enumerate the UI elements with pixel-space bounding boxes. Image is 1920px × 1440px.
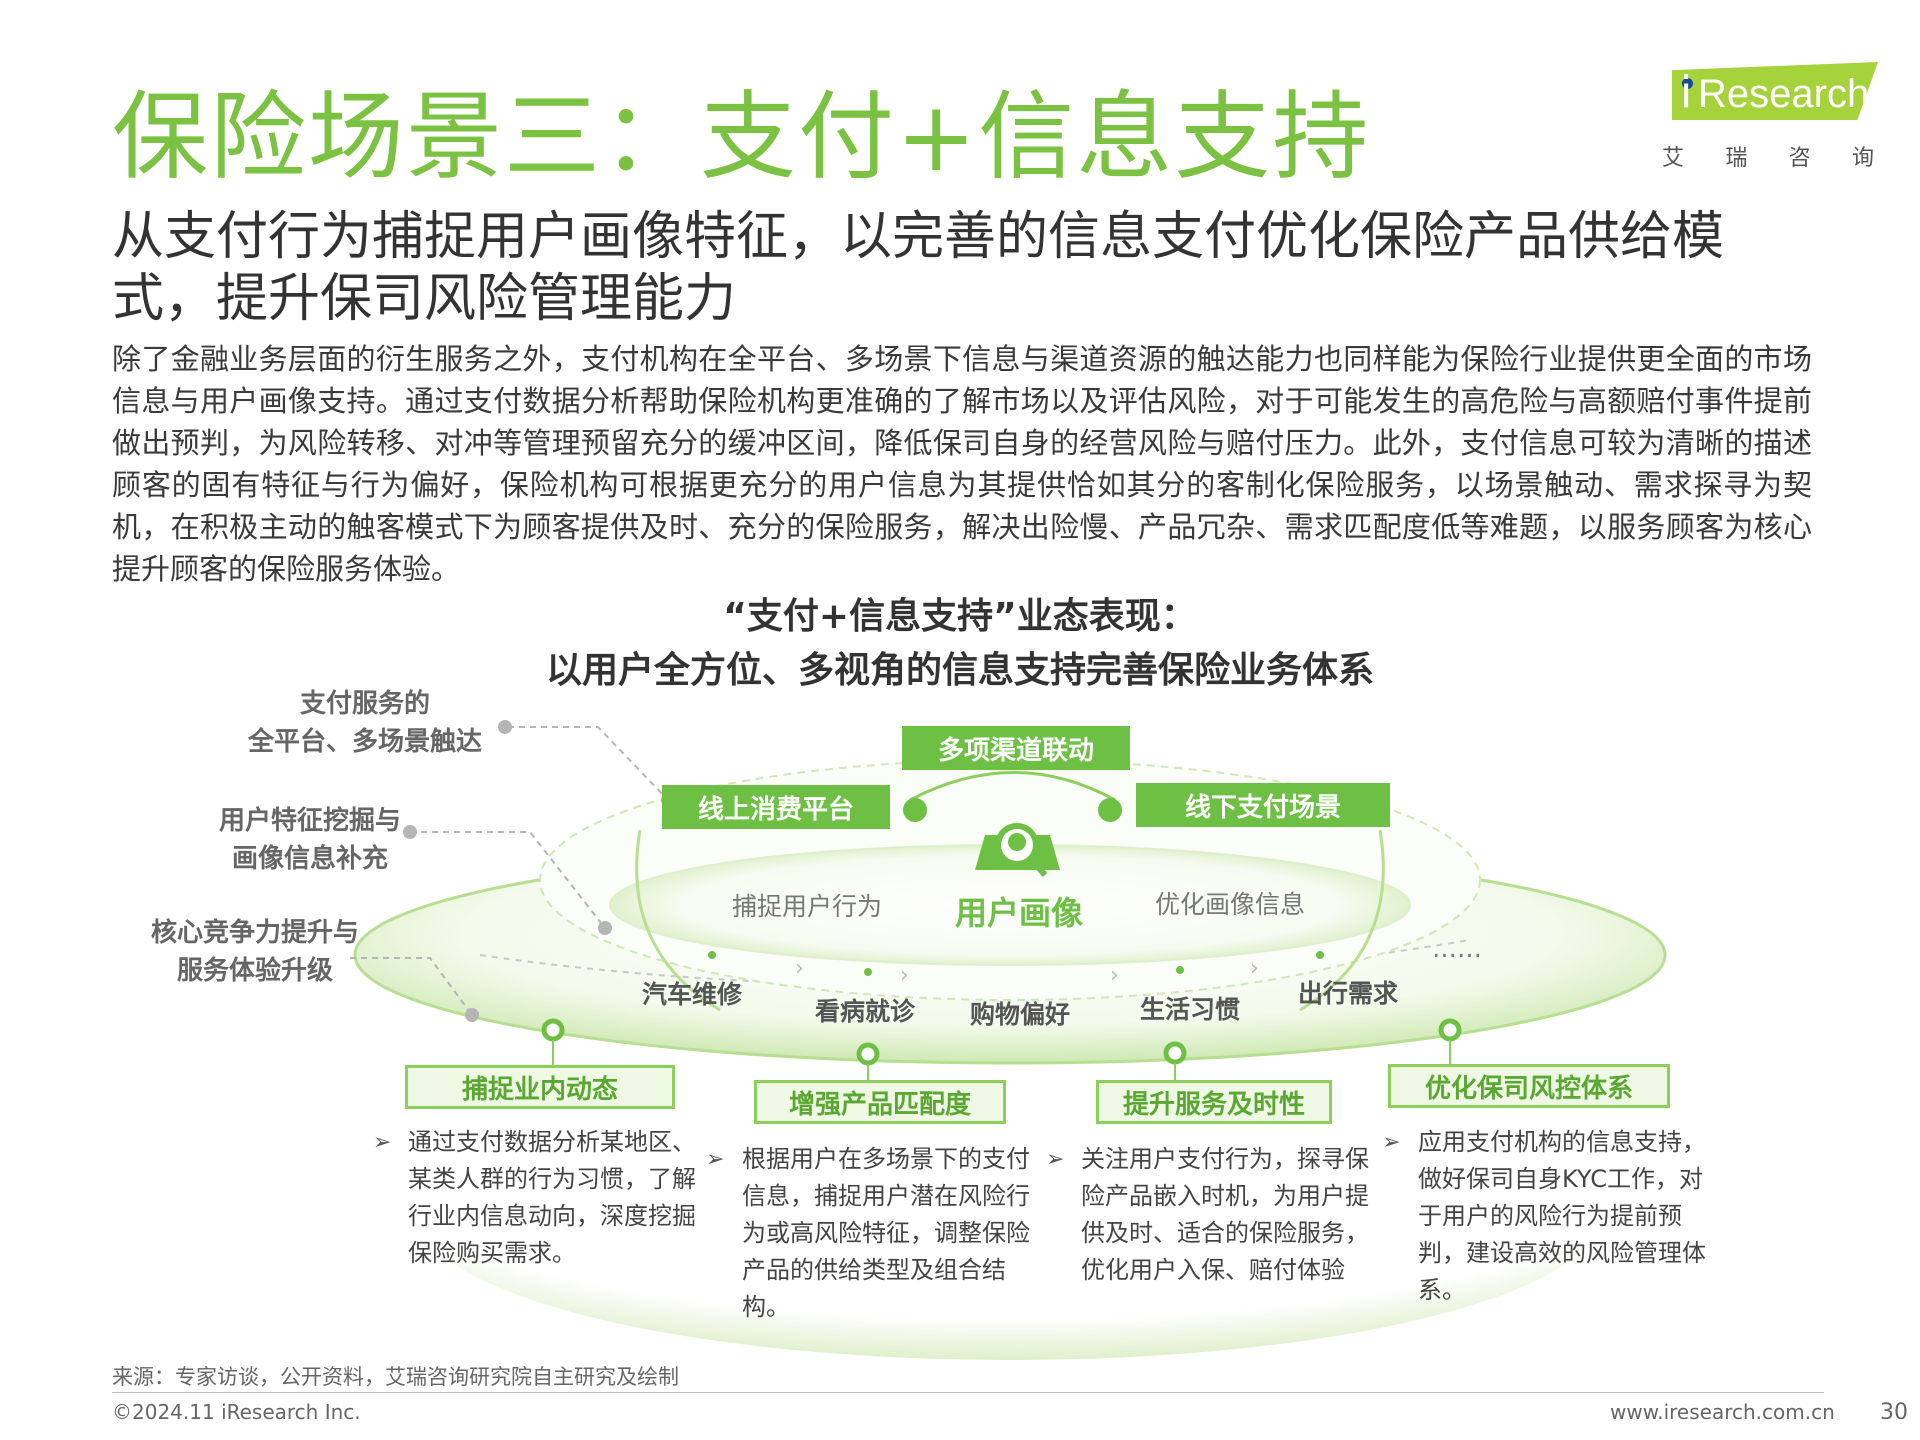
- annotation-line: 画像信息补充: [231, 844, 388, 874]
- annotation-touch: 支付服务的 全平台、多场景触达: [230, 685, 500, 761]
- bullet-arrow-icon: ➢: [1382, 1130, 1401, 1155]
- annotation-profile: 用户特征挖掘与 画像信息补充: [200, 802, 420, 878]
- core-left-text: 捕捉用户行为: [732, 892, 883, 921]
- box-label-risk-control: 优化保司风控体系: [1388, 1064, 1670, 1108]
- category-shopping: 购物偏好: [970, 1000, 1071, 1029]
- box-label-service-timeliness: 提升服务及时性: [1096, 1080, 1332, 1124]
- logo-badge: i Research: [1672, 62, 1878, 120]
- footer-divider: [112, 1392, 1824, 1393]
- iresearch-logo: i Research 艾 瑞 咨 询: [1662, 62, 1878, 172]
- diagram-title-line1: “支付+信息支持”业态表现：: [723, 596, 1197, 637]
- logo-cn-char: 询: [1851, 146, 1874, 171]
- box-desc-risk-control: 应用支付机构的信息支持，做好保司自身KYC工作，对于用户的风险行为提前预判，建设…: [1418, 1128, 1706, 1304]
- pill-multi-channel: 多项渠道联动: [902, 726, 1130, 770]
- annotation-line: 全平台、多场景触达: [247, 727, 482, 757]
- source-note: 来源：专家访谈，公开资料，艾瑞咨询研究院自主研究及绘制: [112, 1365, 679, 1389]
- core-right-text: 优化画像信息: [1155, 890, 1306, 919]
- bullet-arrow-icon: ➢: [1046, 1147, 1065, 1172]
- svg-text:›: ›: [1250, 956, 1259, 981]
- svg-text:›: ›: [1110, 963, 1119, 988]
- box-desc-product-matching: 根据用户在多场景下的支付信息，捕捉用户潜在风险行为或高风险特征，调整保险产品的供…: [742, 1145, 1030, 1321]
- category-lifestyle: 生活习惯: [1140, 995, 1241, 1024]
- logo-cn: 艾 瑞 咨 询: [1662, 140, 1874, 172]
- annotation-competitiveness: 核心竞争力提升与 服务体验升级: [130, 914, 380, 990]
- website-link[interactable]: www.iresearch.com.cn: [1610, 1400, 1835, 1424]
- pill-online-platform: 线上消费平台: [662, 785, 890, 829]
- svg-text:›: ›: [795, 956, 804, 981]
- category-car-repair: 汽车维修: [642, 980, 743, 1009]
- logo-cn-char: 咨: [1788, 146, 1811, 171]
- dot: [903, 798, 927, 822]
- base-plate: [420, 1070, 1600, 1360]
- dot: [1098, 798, 1122, 822]
- annotation-line: 用户特征挖掘与: [218, 806, 401, 836]
- copyright: ©2024.11 iResearch Inc.: [112, 1400, 361, 1424]
- page-number: 30: [1880, 1400, 1908, 1425]
- core-user-profile: 用户画像: [955, 894, 1084, 932]
- user-profile-icon: [975, 823, 1060, 877]
- logo-cn-char: 瑞: [1725, 146, 1748, 171]
- category-travel: 出行需求: [1298, 979, 1399, 1008]
- svg-text:›: ›: [900, 963, 909, 988]
- bullet-arrow-icon: ➢: [706, 1147, 725, 1172]
- box-label-industry-dynamics: 捕捉业内动态: [405, 1065, 675, 1109]
- category-medical: 看病就诊: [815, 997, 916, 1026]
- intro-paragraph: 除了金融业务层面的衍生服务之外，支付机构在全平台、多场景下信息与渠道资源的触达能…: [112, 342, 1812, 586]
- ring-node: [541, 1018, 1462, 1066]
- box-desc-industry-dynamics: 通过支付数据分析某地区、某类人群的行为习惯，了解行业内信息动向，深度挖掘保险购买…: [408, 1128, 696, 1267]
- logo-cn-char: 艾: [1662, 146, 1685, 171]
- annotation-line: 支付服务的: [299, 689, 430, 719]
- channel-arc: [909, 771, 1116, 802]
- annotation-line: 核心竞争力提升与: [150, 918, 359, 948]
- page-title: 保险场景三：支付+信息支持: [112, 81, 1371, 193]
- logo-text: Research: [1698, 72, 1870, 116]
- logo-dot-icon: [1682, 78, 1693, 89]
- box-label-product-matching: 增强产品匹配度: [754, 1080, 1006, 1124]
- category-ellipsis: ……: [1432, 934, 1482, 963]
- logo-i: i: [1680, 67, 1693, 118]
- diagram-title-line2: 以用户全方位、多视角的信息支持完善保险业务体系: [545, 650, 1374, 691]
- bullet-arrow-icon: ➢: [373, 1130, 392, 1155]
- page-subtitle: 从支付行为捕捉用户画像特征，以完善的信息支付优化保险产品供给模式，提升保司风险管…: [112, 207, 1725, 329]
- box-desc-service-timeliness: 关注用户支付行为，探寻保险产品嵌入时机，为用户提供及时、适合的保险服务，优化用户…: [1081, 1145, 1369, 1284]
- pill-offline-payment: 线下支付场景: [1136, 783, 1390, 827]
- annotation-line: 服务体验升级: [176, 956, 333, 986]
